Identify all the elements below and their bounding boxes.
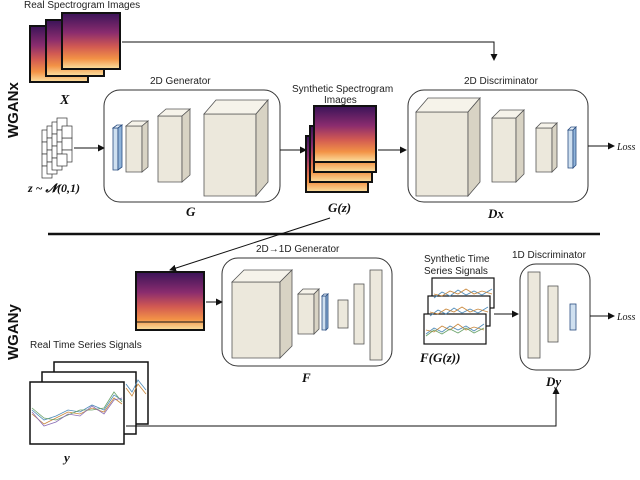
g-symbol: G <box>186 204 196 219</box>
arrow-gz-to-bottom <box>169 217 331 272</box>
gen21-layer-4 <box>337 299 349 329</box>
synthetic-ts-stack <box>423 277 495 345</box>
disc2d-layer-1 <box>415 96 481 198</box>
disc1d-box <box>519 263 591 371</box>
disc2d-layer-3 <box>535 122 558 173</box>
real-spectrogram-label: Real Spectrogram Images <box>24 0 140 11</box>
gen21-layer-2 <box>297 288 320 335</box>
y-symbol: y <box>62 450 70 465</box>
arrow-real-to-disc <box>122 41 498 61</box>
disc1d-layer-2 <box>547 285 559 343</box>
gen21-layer-5 <box>353 283 365 345</box>
disc1d-layer-3 <box>569 303 577 331</box>
real-ts-label: Real Time Series Signals <box>30 340 142 351</box>
gen21-layer-6 <box>369 269 383 361</box>
disc2d-layer-2 <box>491 109 525 183</box>
arrow-realts-to-disc1d <box>126 387 560 427</box>
gen21-layer-1 <box>231 269 293 359</box>
gen2d-title: 2D Generator <box>150 76 211 87</box>
dx-symbol: Dx <box>487 206 504 221</box>
gen2d-layer-1 <box>111 124 124 171</box>
synth-spec-label-2: Images <box>324 95 357 106</box>
z-distribution-label: z ~ 𝓝(0,1) <box>27 181 80 195</box>
synth-spec-label-1: Synthetic Spectrogram <box>292 84 393 95</box>
gen2d-box <box>103 89 281 203</box>
dy-symbol: Dy <box>545 374 561 389</box>
real-spectrogram-stack <box>29 12 121 83</box>
disc2d-layer-4 <box>567 126 577 169</box>
gen2d-layer-3 <box>156 108 192 183</box>
synth-ts-label-2: Series Signals <box>424 266 488 277</box>
gen21-title: 2D→1D Generator <box>256 244 340 255</box>
loss-label-2: Loss <box>616 312 635 323</box>
synthetic-spectrogram-stack <box>305 105 377 193</box>
loss-label-1: Loss <box>616 142 635 153</box>
gen2d-layer-4 <box>203 98 269 198</box>
gen2d-layer-2 <box>124 120 150 173</box>
disc1d-title: 1D Discriminator <box>512 250 587 261</box>
noise-vector <box>41 117 73 179</box>
disc2d-title: 2D Discriminator <box>464 76 539 87</box>
bottom-spectrogram <box>135 271 205 331</box>
real-ts-stack <box>29 361 149 445</box>
gz-symbol: G(z) <box>328 200 351 215</box>
x-symbol: X <box>59 93 70 108</box>
synth-ts-label-1: Synthetic Time <box>424 254 490 265</box>
gen21-layer-3 <box>321 293 329 331</box>
disc1d-layer-1 <box>527 271 541 359</box>
f-symbol: F <box>301 370 311 385</box>
side-label-wganx: WGANx <box>5 82 22 138</box>
side-label-wgany: WGANy <box>5 304 22 360</box>
fgz-symbol: F(G(z)) <box>419 350 460 365</box>
gen21-box <box>221 257 393 367</box>
